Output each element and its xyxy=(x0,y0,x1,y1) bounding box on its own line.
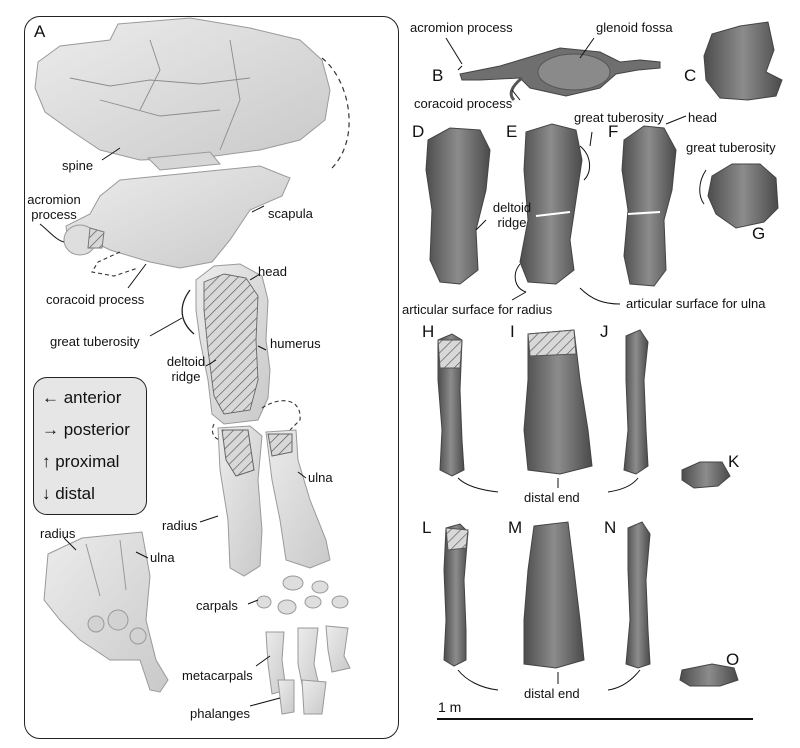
radius-j-photo xyxy=(623,329,649,475)
panel-letter-f: F xyxy=(608,122,619,141)
scale-bar-label: 1 m xyxy=(438,699,462,715)
panel-letter-l: L xyxy=(422,518,432,537)
humeral-head-g-photo xyxy=(707,163,779,229)
panel-letter-k: K xyxy=(728,452,740,471)
panel-letter-h: H xyxy=(422,322,435,341)
fragment-k-photo xyxy=(681,461,731,489)
label-great-tuberosity-ef: great tuberosity xyxy=(574,110,664,125)
label-acromion-line1: acromion xyxy=(27,192,81,207)
panelA-leader-lines xyxy=(39,147,307,707)
panelDEFG-leader-lines xyxy=(475,115,707,305)
ulna-i-hatch xyxy=(527,329,577,357)
legend-distal: ↓ distal xyxy=(42,484,95,503)
label-head-a: head xyxy=(258,264,287,279)
ulna-m-photo xyxy=(523,521,585,669)
label-acromion-process-b: acromion process xyxy=(410,20,513,35)
panel-letter-e: E xyxy=(506,122,518,141)
label-carpals: carpals xyxy=(196,598,238,613)
scapula-model xyxy=(34,17,350,277)
manus-model xyxy=(256,575,351,715)
label-deltoid-a-line2: ridge xyxy=(171,369,201,384)
radius-h-hatch xyxy=(437,339,463,369)
label-articular-surface-radius: articular surface for radius xyxy=(402,302,553,317)
panelB-leader-lines xyxy=(445,37,595,101)
label-great-tuberosity-g: great tuberosity xyxy=(686,140,776,155)
label-coracoid-process-a: coracoid process xyxy=(46,292,145,307)
wrist-model xyxy=(43,531,169,693)
radius-ulna-model xyxy=(217,425,331,577)
panel-letter-n: N xyxy=(604,518,617,537)
label-distal-end-lower: distal end xyxy=(524,686,580,701)
scale-bar xyxy=(437,718,753,720)
label-ulna-manus: ulna xyxy=(150,550,175,565)
panel-letter-g: G xyxy=(752,224,766,243)
f-break-line xyxy=(627,211,661,215)
label-deltoid-d-line2: ridge xyxy=(497,215,527,230)
label-articular-surface-ulna: articular surface for ulna xyxy=(626,296,766,311)
label-glenoid-fossa: glenoid fossa xyxy=(596,20,673,35)
ulna-i-photo xyxy=(523,329,593,475)
label-humerus: humerus xyxy=(270,336,321,351)
label-coracoid-process-b: coracoid process xyxy=(414,96,513,111)
label-phalanges: phalanges xyxy=(190,706,250,721)
panel-a-frame xyxy=(24,16,399,739)
panel-letter-m: M xyxy=(508,518,523,537)
panel-letter-j: J xyxy=(600,322,609,341)
orientation-legend: ← anterior → posterior ↑ proximal ↓ dist… xyxy=(33,377,147,515)
legend-proximal: ↑ proximal xyxy=(42,452,120,471)
radius-n-photo xyxy=(625,521,651,669)
humerus-d-photo xyxy=(425,127,491,285)
humerus-f-photo xyxy=(621,125,677,287)
label-ulna-a: ulna xyxy=(308,470,333,485)
label-deltoid-ridge-d: deltoid ridge xyxy=(490,200,534,230)
humerus-e-photo xyxy=(519,123,583,285)
label-acromion-process-a: acromion process xyxy=(24,192,84,222)
panel-letter-o: O xyxy=(726,650,740,669)
label-deltoid-a-line1: deltoid xyxy=(166,354,206,369)
legend-anterior: ← anterior xyxy=(42,388,122,407)
panel-letter-c: C xyxy=(684,66,697,85)
panel-letter-d: D xyxy=(412,122,425,141)
distal-end-arrows-lower xyxy=(457,669,641,691)
label-great-tuberosity-a: great tuberosity xyxy=(50,334,140,349)
label-radius-manus: radius xyxy=(40,526,76,541)
distal-end-arrows-upper xyxy=(457,477,639,493)
label-radius-a: radius xyxy=(162,518,198,533)
fragment-o-photo xyxy=(679,663,739,687)
label-deltoid-ridge-a: deltoid ridge xyxy=(164,354,208,384)
radius-h-photo xyxy=(437,333,465,477)
bone-fragment-c-photo xyxy=(703,21,783,101)
label-metacarpals: metacarpals xyxy=(182,668,253,683)
panel-letter-a: A xyxy=(34,22,46,41)
label-scapula: scapula xyxy=(268,206,313,221)
label-deltoid-d-line1: deltoid xyxy=(492,200,532,215)
humerus-model xyxy=(181,263,301,441)
e-break-line xyxy=(535,211,571,217)
label-acromion-line2: process xyxy=(31,207,77,222)
radius-l-hatch xyxy=(445,527,469,551)
label-spine: spine xyxy=(62,158,94,173)
label-distal-end-upper: distal end xyxy=(524,490,580,505)
panel-letter-b: B xyxy=(432,66,444,85)
legend-posterior: → posterior xyxy=(42,420,130,439)
scapula-glenoid-photo xyxy=(459,47,661,102)
label-head-f: head xyxy=(688,110,717,125)
panel-letter-i: I xyxy=(510,322,515,341)
